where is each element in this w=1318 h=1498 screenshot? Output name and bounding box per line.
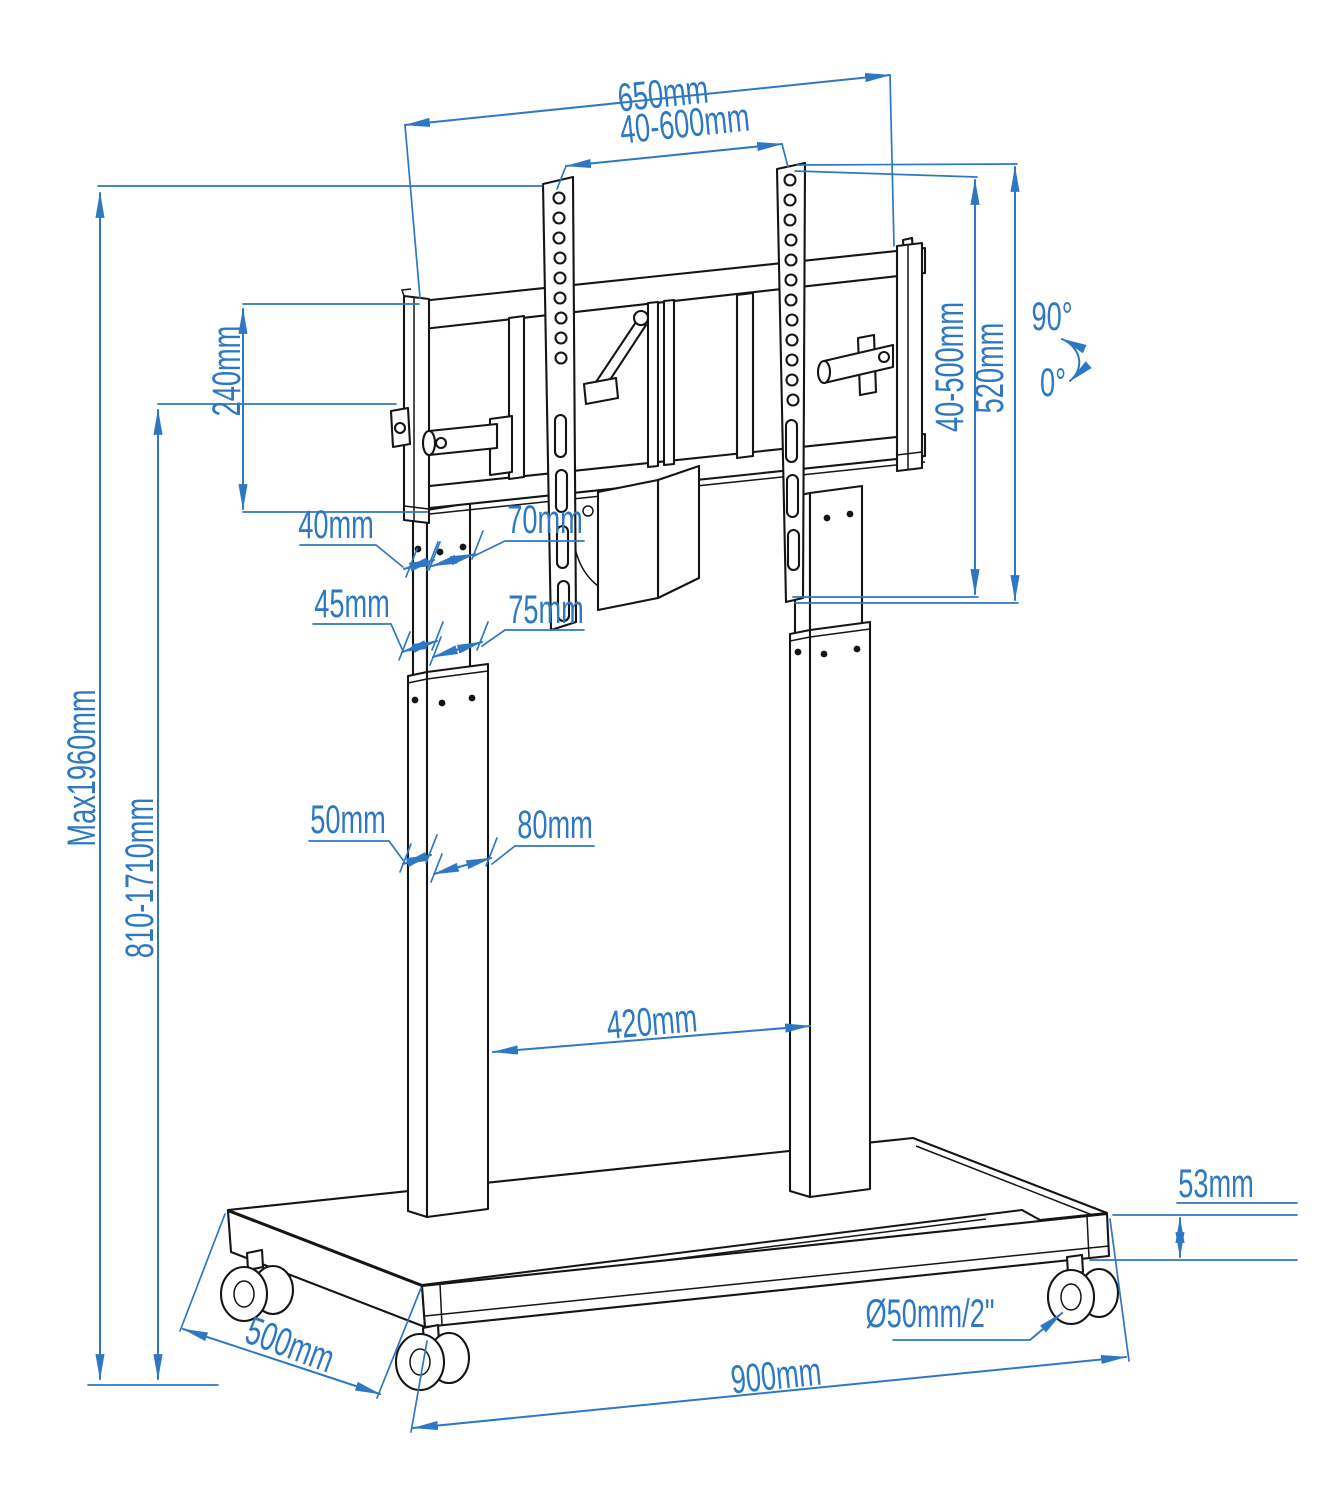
dim-vesa-height: 40-500mm: [792, 170, 980, 598]
dim-tube-top-front: 70mm: [428, 498, 585, 571]
dim-tube-top-front-label: 70mm: [507, 498, 583, 542]
vesa-rail-left: [541, 175, 578, 632]
caster-left: [219, 1248, 295, 1323]
dim-vesa-height-label: 40-500mm: [928, 302, 972, 432]
dim-column-spacing-label: 420mm: [605, 996, 699, 1048]
dim-caster-diameter-label: Ø50mm/2": [865, 1292, 994, 1336]
dim-caster-diameter: Ø50mm/2": [865, 1292, 1063, 1341]
dim-bracket-height-label: 240mm: [205, 326, 249, 417]
dim-height-range: 810-1710mm: [118, 403, 397, 1381]
base-platform: [226, 1136, 1111, 1329]
caster-right: [1046, 1253, 1120, 1326]
dim-bracket-total-height-label: 520mm: [968, 323, 1012, 414]
dim-height-range-label: 810-1710mm: [118, 798, 162, 958]
dim-tube-bottom-side: 50mm: [308, 798, 438, 873]
dimension-layer: 650mm 40-600mm 240mm Max1960mm 810-1710m…: [60, 67, 1298, 1433]
rotation-min-label: 0°: [1040, 361, 1066, 405]
dim-column-spacing: 420mm: [491, 996, 812, 1055]
dim-top-width: 650mm: [403, 67, 895, 299]
dim-base-thickness-label: 53mm: [1178, 1162, 1254, 1206]
dim-tube-bottom-front: 80mm: [430, 803, 595, 883]
dim-base-thickness: 53mm: [1089, 1162, 1298, 1261]
rotation-annotation: 90° 0°: [1031, 295, 1092, 405]
dim-tube-bottom-front-label: 80mm: [517, 803, 593, 847]
dim-base-depth-label: 500mm: [240, 1309, 340, 1382]
motor-box: [572, 464, 701, 612]
dim-base-width: 900mm: [410, 1218, 1130, 1433]
dim-tube-mid-front-label: 75mm: [508, 588, 584, 632]
dim-max-height-label: Max1960mm: [60, 689, 104, 846]
dim-vesa-width: 40-600mm: [556, 95, 789, 190]
vesa-rail-right: [775, 161, 807, 604]
left-column: [406, 501, 490, 1219]
caster-front: [394, 1323, 471, 1392]
dim-tube-mid-front: 75mm: [429, 588, 585, 666]
dim-top-width-label: 650mm: [616, 67, 711, 121]
dim-max-height: Max1960mm: [60, 185, 543, 1386]
dim-tube-bottom-side-label: 50mm: [310, 798, 386, 842]
mount-frame: [389, 236, 927, 525]
dim-tube-mid-side-label: 45mm: [314, 582, 390, 626]
dim-tube-top-side-label: 40mm: [298, 503, 374, 547]
dim-bracket-total-height: 520mm: [794, 163, 1020, 604]
dim-base-width-label: 900mm: [729, 1350, 824, 1403]
rotation-max-label: 90°: [1031, 295, 1072, 339]
dim-bracket-height: 240mm: [205, 303, 428, 513]
